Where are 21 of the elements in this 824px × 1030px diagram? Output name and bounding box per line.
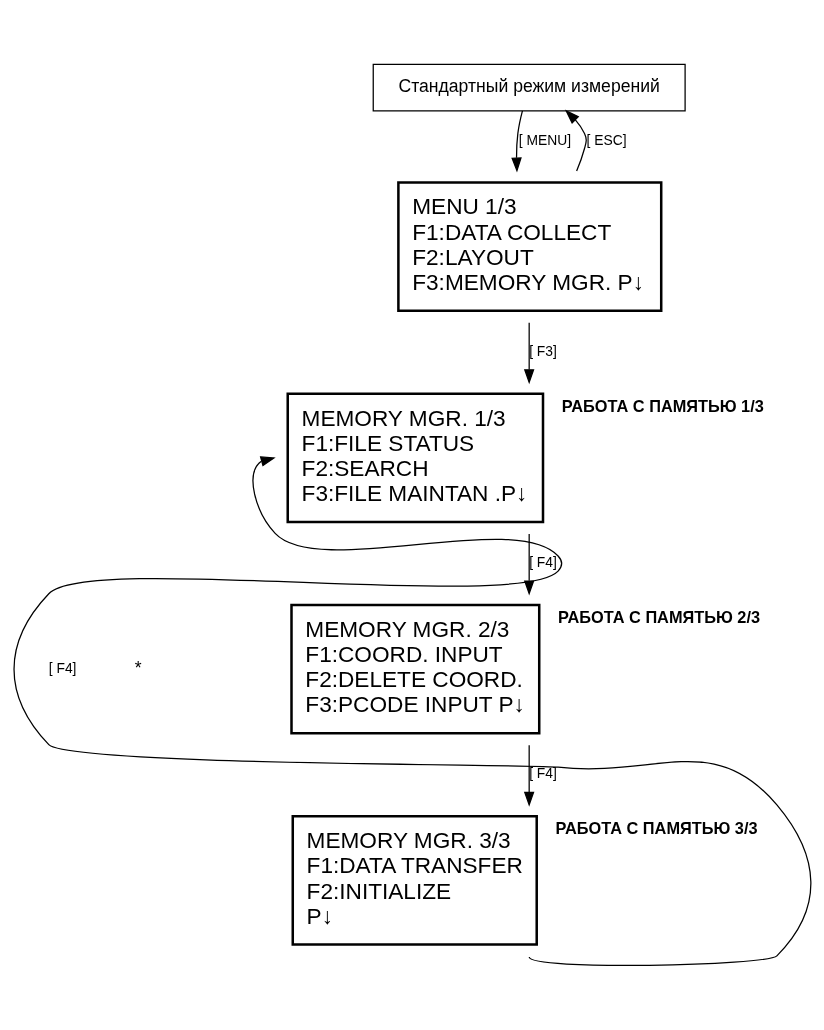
arrow [523,744,534,807]
arrow [523,322,534,385]
arrow [523,533,534,596]
node-box: MEMORY MGR. 1/3 F1:FILE STATUS F2:SEARCH F3:FILE MAINTAN .P↓ [285,392,544,524]
edge-label: [ F4] [528,765,557,782]
node-label: РАБОТА С ПАМЯТЬЮ 1/3 [561,396,764,415]
node-box: MENU 1/3 F1:DATA COLLECT F2:LAYOUT F3:MEMORY MGR. P↓ [396,181,662,312]
edge-label: [ F4] [48,659,76,676]
node-label: РАБОТА С ПАМЯТЬЮ 3/3 [555,819,758,838]
arrow [510,110,523,173]
arrow [12,456,811,967]
edge-label: [ F3] [528,342,557,359]
edge-label: [ F4] [528,554,557,571]
edge-label: [ MENU] [518,131,571,148]
node-box: Стандартный режим измерений [372,63,686,112]
label: * [134,657,142,678]
node-label: РАБОТА С ПАМЯТЬЮ 2/3 [557,608,760,627]
arrow [564,109,587,172]
edge-label: [ ESC] [586,131,626,148]
node-box: MEMORY MGR. 2/3 F1:COORD. INPUT F2:DELETE COORD. F3:PCODE INPUT P↓ [289,603,540,735]
node-box: MEMORY MGR. 3/3 F1:DATA TRANSFER F2:INITIALIZE P↓ [291,815,538,946]
